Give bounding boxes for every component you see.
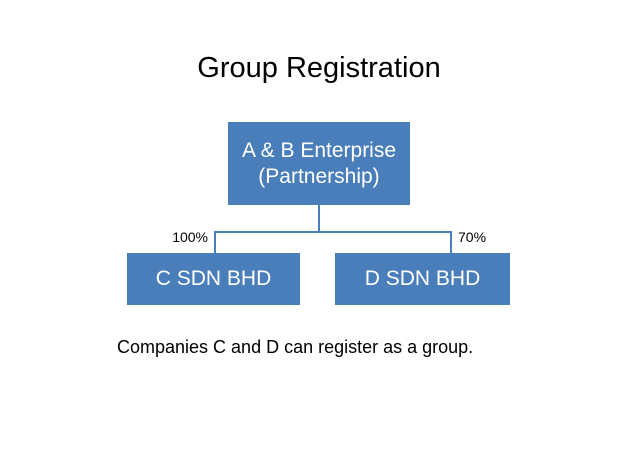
org-node-child-c-label: C SDN BHD: [155, 267, 272, 290]
ownership-label-right: 70%: [458, 229, 487, 245]
caption-text: Companies C and D can register as a grou…: [117, 337, 474, 357]
connector-drop-left: [214, 231, 216, 254]
connector-stem: [318, 205, 320, 233]
page-title: Group Registration: [197, 52, 441, 84]
org-node-child-d[interactable]: D SDN BHD: [335, 253, 510, 305]
org-node-parent[interactable]: A & B Enterprise (Partnership): [228, 122, 410, 205]
org-node-child-c[interactable]: C SDN BHD: [127, 253, 300, 305]
connector-drop-right: [450, 231, 452, 254]
org-node-child-d-label: D SDN BHD: [364, 267, 481, 290]
connector-horizontal-bar: [214, 231, 452, 233]
ownership-label-left: 100%: [172, 229, 208, 245]
org-node-parent-label: A & B Enterprise (Partnership): [241, 138, 397, 188]
